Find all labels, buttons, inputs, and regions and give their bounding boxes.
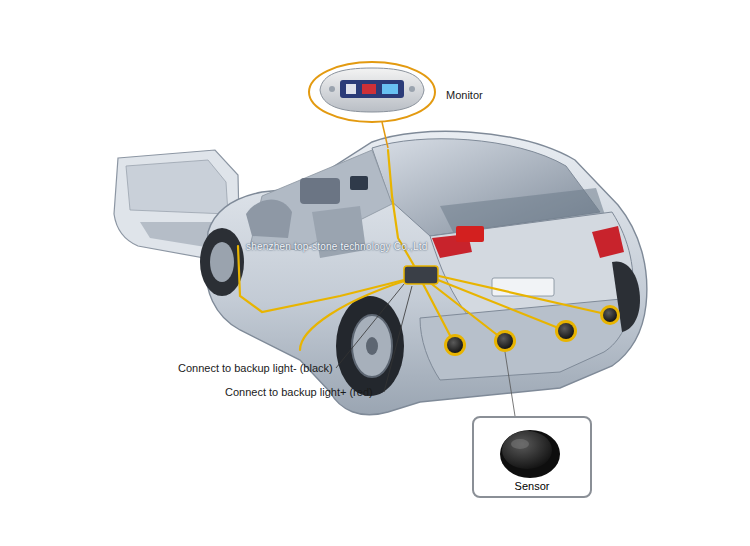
watermark: shenzhen top-stone technology Co.,Ltd — [246, 241, 427, 253]
node-label: Sensor — [515, 480, 550, 492]
wire-note: Connect to backup light+ (red) — [225, 386, 373, 399]
sensor-inset: Sensor — [472, 416, 592, 498]
wire-note: Connect to backup light- (black) — [178, 362, 333, 375]
part-label: Monitor — [446, 89, 483, 102]
